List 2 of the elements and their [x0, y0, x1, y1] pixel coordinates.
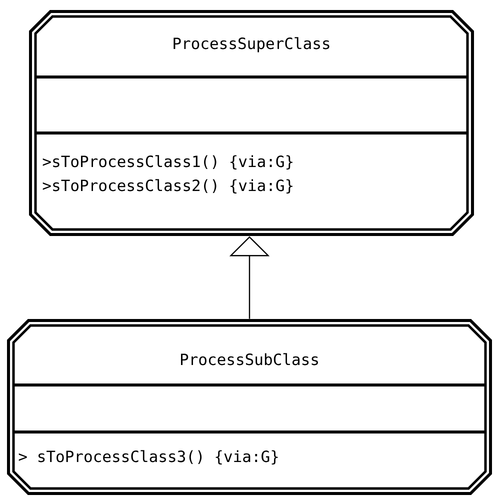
class-box: ProcessSuperClass >sToProcessClass1() {via:G} >sToProcessClass2() {via:G} [29, 10, 474, 236]
class-box: ProcessSubClass > sToProcessClass3() {via:G} [7, 319, 492, 495]
